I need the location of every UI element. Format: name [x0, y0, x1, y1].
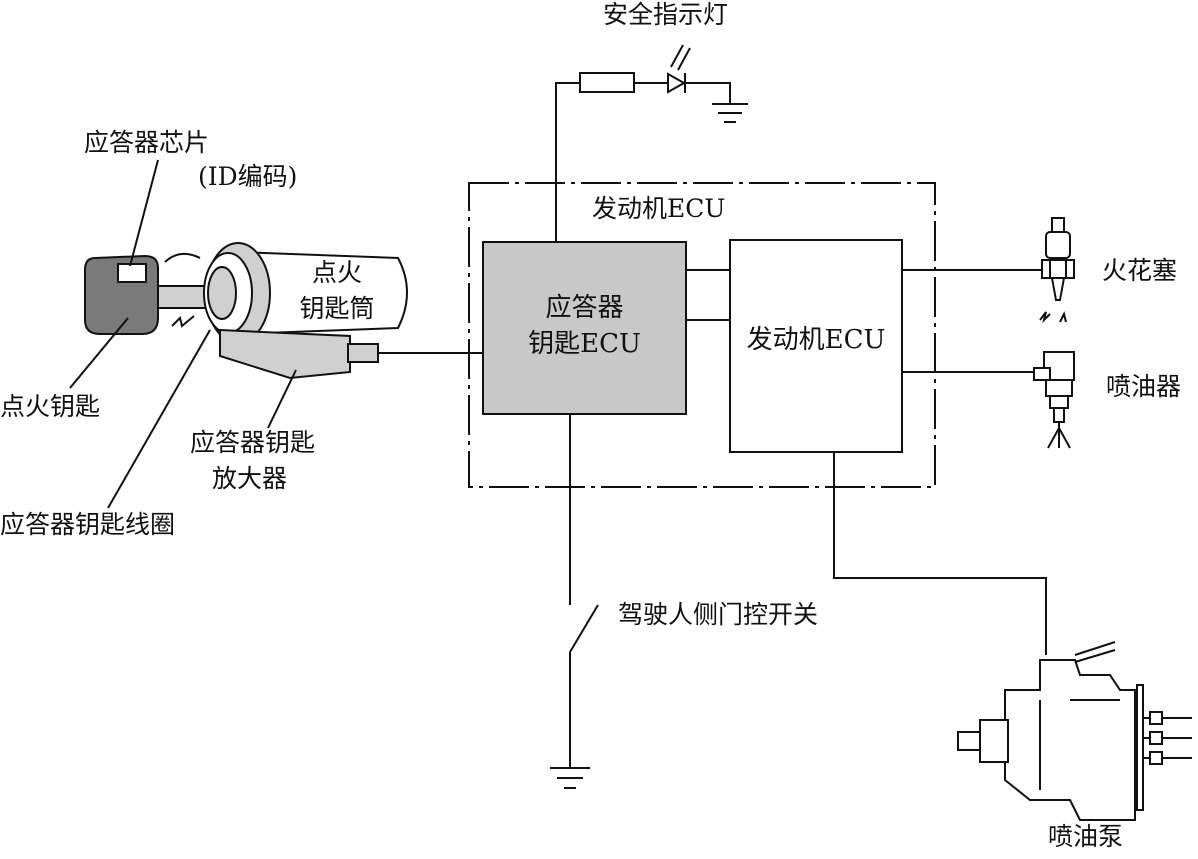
label-spark-plug: 火花塞 — [1102, 256, 1178, 285]
signal-arrow-lower — [171, 315, 195, 328]
leader-coil — [107, 329, 211, 509]
leader-chip — [129, 159, 159, 267]
engine-ecu-block — [729, 239, 903, 453]
label-key-coil: 应答器钥匙线圈 — [0, 510, 176, 539]
injector-icon — [1033, 351, 1075, 449]
label-door-switch: 驾驶人侧门控开关 — [618, 600, 819, 629]
lamp-ground-wire — [685, 82, 731, 104]
label-id-code: (ID编码) — [198, 162, 298, 191]
lamp-resistor — [579, 72, 635, 93]
ignition-cylinder-icon — [203, 242, 408, 380]
transponder-ecu-block — [482, 241, 687, 415]
spark-plug-icon — [1039, 217, 1075, 324]
label-ignition-key: 点火钥匙 — [0, 392, 101, 421]
label-ignition-cylinder-2: 钥匙筒 — [299, 294, 375, 323]
engine-ecu-label: 发动机ECU — [746, 325, 886, 355]
label-injection-pump: 喷油泵 — [1048, 822, 1124, 851]
label-engine-ecu-outer: 发动机ECU — [592, 194, 726, 223]
light-ray-2 — [677, 47, 691, 71]
ignition-key-icon — [84, 254, 219, 335]
leader-key — [69, 317, 129, 389]
light-ray-1 — [670, 44, 684, 68]
injection-pump-icon — [957, 641, 1192, 821]
lamp-wire — [555, 82, 580, 242]
signal-arrow-upper — [164, 252, 201, 263]
label-ignition-cylinder-1: 点火 — [311, 258, 362, 287]
label-amplifier-1: 应答器钥匙 — [190, 428, 316, 457]
label-injector: 喷油器 — [1106, 372, 1182, 401]
label-safety-lamp: 安全指示灯 — [603, 0, 729, 29]
lamp-diode-icon — [667, 72, 687, 94]
leader-amplifier — [267, 369, 297, 429]
transponder-ecu-label-1: 应答器 — [545, 293, 624, 323]
engine-ecu-boundary — [468, 182, 936, 488]
label-transponder-chip: 应答器芯片 — [84, 128, 210, 157]
label-amplifier-2: 放大器 — [212, 464, 288, 493]
pump-wire — [833, 452, 1047, 655]
transponder-ecu-label-2: 钥匙ECU — [528, 329, 641, 359]
door-switch-blade — [569, 604, 599, 653]
